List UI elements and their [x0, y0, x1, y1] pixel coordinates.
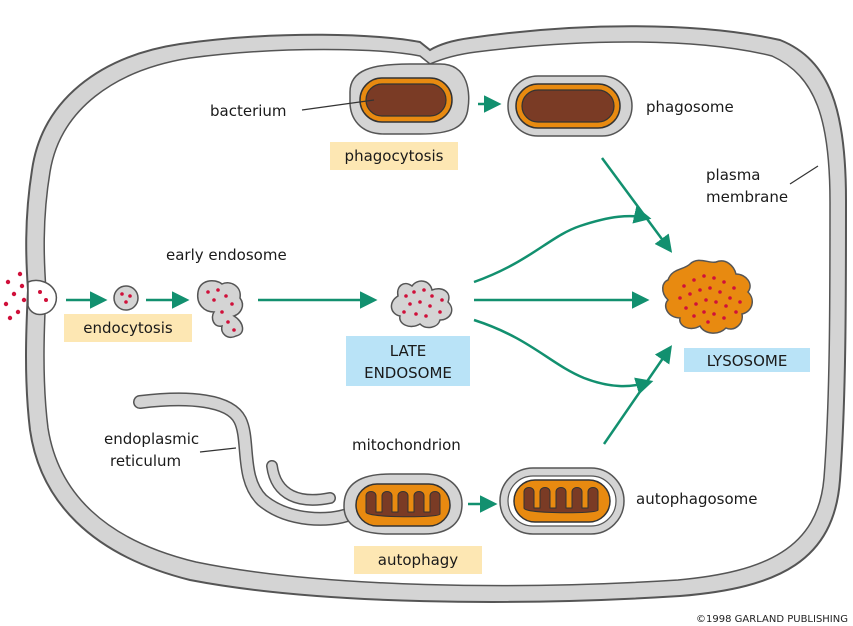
lysosome-label: LYSOSOME: [707, 352, 788, 370]
arrow-late-endosome-down-curve: [473, 318, 654, 395]
arrow-late-endosome-up-curve: [473, 206, 652, 284]
late-endosome-label-line2: ENDOSOME: [364, 364, 452, 382]
lysosome-box: [684, 348, 810, 372]
lysosome-organelle: [662, 259, 753, 334]
er-label-line2: reticulum: [110, 452, 181, 470]
autophagy-box: [354, 546, 482, 574]
autophagy-label: autophagy: [378, 551, 458, 569]
plasma-membrane-label-line1: plasma: [706, 166, 761, 184]
arrow-phagosome-to-lysosome: [600, 157, 673, 253]
autophagosome-vesicle: [499, 467, 625, 535]
endoplasmic-reticulum: [133, 392, 357, 526]
phagocytosis-box: [330, 142, 458, 170]
phagosome-vesicle: [507, 75, 633, 137]
pathway-arrows: [66, 95, 673, 513]
engulfing-mitochondrion: [343, 473, 463, 535]
mitochondrion-label: mitochondrion: [352, 436, 461, 454]
engulfing-bacterium: [349, 63, 470, 135]
copyright-notice: ©1998 GARLAND PUBLISHING: [696, 614, 848, 625]
leader-lines: [199, 99, 819, 453]
arrow-autophagosome-to-lysosome: [602, 345, 672, 445]
autophagosome-label: autophagosome: [636, 490, 758, 508]
bacterium-label: bacterium: [210, 102, 287, 120]
extracellular-cargo: [3, 271, 48, 321]
late-endosome-label-line1: LATE: [390, 342, 426, 360]
lysosome-contents: [678, 274, 742, 324]
late-endosome-box: [346, 336, 470, 386]
endocytic-vesicle: [113, 285, 139, 311]
endocytosis-box: [64, 314, 192, 342]
er-label-line1: endoplasmic: [104, 430, 199, 448]
early-endosome-vesicle: [196, 279, 244, 338]
endocytosis-label: endocytosis: [83, 319, 173, 337]
phagosome-label: phagosome: [646, 98, 734, 116]
phagocytosis-label: phagocytosis: [345, 147, 444, 165]
plasma-membrane-label-line2: membrane: [706, 188, 788, 206]
early-endosome-label: early endosome: [166, 246, 287, 264]
late-endosome-vesicle: [390, 280, 453, 329]
